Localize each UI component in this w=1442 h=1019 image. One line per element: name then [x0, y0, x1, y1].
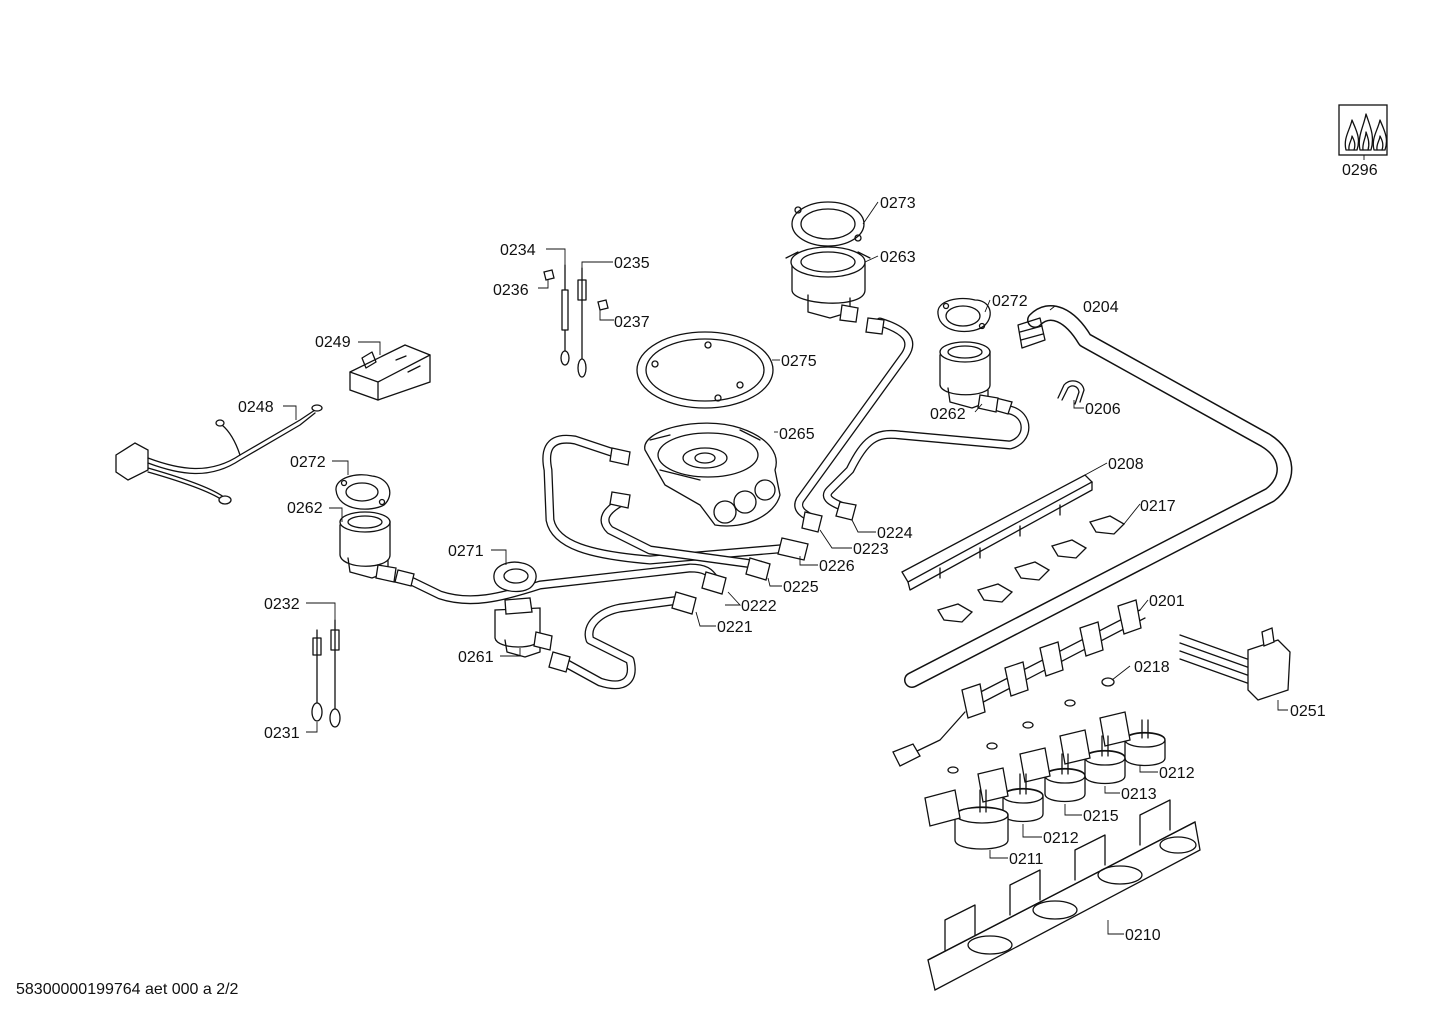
label-0235: 0235	[614, 255, 650, 272]
label-0272-lower: 0272	[290, 454, 326, 471]
gas-pipe-0223	[794, 317, 914, 525]
label-0206: 0206	[1085, 401, 1121, 418]
gasket-0272-lower	[335, 474, 391, 510]
pipe-clip-0206	[1057, 380, 1085, 405]
gas-flame-symbol	[1338, 104, 1388, 156]
wiring-harness-0248	[115, 404, 323, 505]
label-0231: 0231	[264, 725, 300, 742]
callout-labels: 0296 0273 0263 0272 0204 0234 0235 0236 …	[238, 162, 1378, 944]
label-0212-rear: 0212	[1159, 765, 1195, 782]
burner-cup-0262-upper	[939, 341, 999, 413]
mounting-rail-0208	[901, 474, 1094, 591]
gas-taps	[924, 711, 1166, 850]
ignition-electrodes	[543, 264, 609, 378]
label-0265: 0265	[779, 426, 815, 443]
gas-pipe-0224	[823, 405, 1030, 515]
label-0262-upper: 0262	[930, 406, 966, 423]
label-0296: 0296	[1342, 162, 1378, 179]
gas-pipe-0222	[400, 563, 720, 605]
gas-tap-0212-rear	[1099, 711, 1166, 767]
label-0225: 0225	[783, 579, 819, 596]
document-id: 58300000199764 aet 000 a 2/2	[16, 981, 239, 998]
label-0208: 0208	[1108, 456, 1144, 473]
gasket-0271	[493, 561, 537, 593]
ignition-module-0249	[349, 344, 431, 401]
label-0226: 0226	[819, 558, 855, 575]
label-0275: 0275	[781, 353, 817, 370]
label-0232: 0232	[264, 596, 300, 613]
label-0263: 0263	[880, 249, 916, 266]
label-0262-lower: 0262	[287, 500, 323, 517]
leader-lines	[283, 155, 1365, 935]
label-0261: 0261	[458, 649, 494, 666]
burner-housing-0263	[785, 246, 871, 323]
label-0248: 0248	[238, 399, 274, 416]
label-0217: 0217	[1140, 498, 1176, 515]
spring-clips-0217	[937, 515, 1126, 623]
thermocouple-0232	[329, 619, 341, 728]
burner-cup-0261	[494, 597, 553, 658]
label-0222: 0222	[741, 598, 777, 615]
gas-pipe-0204	[904, 305, 1293, 688]
label-0215: 0215	[1083, 808, 1119, 825]
label-0210: 0210	[1125, 927, 1161, 944]
label-0236: 0236	[493, 282, 529, 299]
label-0249: 0249	[315, 334, 351, 351]
label-0221: 0221	[717, 619, 753, 636]
label-0271: 0271	[448, 543, 484, 560]
label-0237: 0237	[614, 314, 650, 331]
gasket-0272-upper	[937, 297, 991, 333]
label-0204: 0204	[1083, 299, 1119, 316]
label-0224: 0224	[877, 525, 913, 542]
label-0211: 0211	[1009, 851, 1044, 868]
gas-pipe-0226	[542, 434, 795, 565]
tap-holder-0210	[927, 799, 1201, 991]
gas-pipe-0221	[555, 595, 685, 690]
thermocouple-0231	[311, 629, 323, 722]
label-0212-front: 0212	[1043, 830, 1079, 847]
gas-tap-0215	[1019, 747, 1086, 803]
washers-0218	[947, 677, 1115, 774]
gasket-0273	[791, 201, 865, 247]
label-0201: 0201	[1149, 593, 1185, 610]
label-0272-upper: 0272	[992, 293, 1028, 310]
label-0223: 0223	[853, 541, 889, 558]
burner-cup-0262-lower	[339, 511, 397, 583]
gas-tap-0211	[924, 789, 1009, 850]
label-0218: 0218	[1134, 659, 1170, 676]
label-0251: 0251	[1290, 703, 1326, 720]
connector-0251	[1179, 627, 1291, 701]
gasket-0275	[636, 331, 774, 409]
label-0273: 0273	[880, 195, 916, 212]
wok-burner-body-0265	[644, 422, 781, 527]
label-0213: 0213	[1121, 786, 1157, 803]
switch-harness-0201	[892, 599, 1146, 767]
label-0234: 0234	[500, 242, 536, 259]
